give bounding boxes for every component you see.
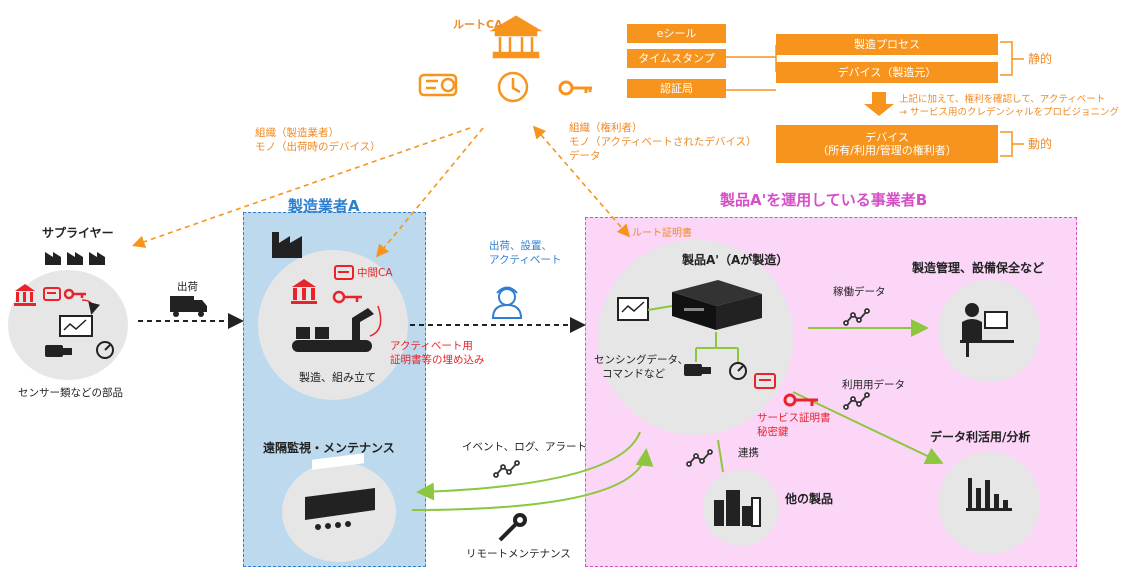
key-icon xyxy=(558,80,592,96)
embed-label-2: 証明書等の埋め込み xyxy=(390,354,485,366)
product-device-icon xyxy=(672,280,762,330)
right-issue-line-2: モノ（アクティベートされたデバイス） xyxy=(569,136,757,148)
mfg-mgmt-circle xyxy=(938,280,1040,382)
camera-icon xyxy=(684,364,711,376)
sensing-label-1: センシングデータ、 xyxy=(594,354,689,366)
manufacturing-process-box: 製造プロセス xyxy=(776,34,998,55)
other-product-label: 他の製品 xyxy=(785,492,834,506)
left-issue-line-1: 組織（製造業者） xyxy=(255,127,339,139)
bank-icon xyxy=(489,15,543,59)
office-worker-icon xyxy=(960,303,1014,357)
embed-label-1: アクティベート用 xyxy=(390,340,473,352)
deploy-label-1: 出荷、設置、 xyxy=(489,240,552,252)
left-issue-line-2: モノ（出荷時のデバイス） xyxy=(255,141,381,153)
gauge-icon xyxy=(96,341,114,359)
deploy-label-2: アクティベート xyxy=(489,254,562,266)
right-issue-line-1: 組織（権利者） xyxy=(569,122,643,134)
ops-data-label: 稼働データ xyxy=(833,286,886,298)
service-cert-label-2: 秘密鍵 xyxy=(757,426,789,438)
analytics-label: データ利活用/分析 xyxy=(930,430,1031,444)
key-icon xyxy=(783,393,818,407)
certificate-icon xyxy=(334,265,354,280)
worker-icon xyxy=(491,286,523,319)
root-cert-label: ルート証明書 xyxy=(632,228,692,239)
camera-icon xyxy=(45,345,72,357)
assembly-line-icon xyxy=(292,308,374,352)
bank-icon xyxy=(14,284,36,306)
device-maker-box: デバイス（製造元） xyxy=(776,62,998,83)
buildings-icon xyxy=(714,490,761,527)
product-title: 製品A'（Aが製造） xyxy=(682,253,789,267)
monitoring-wall-icon xyxy=(305,453,375,530)
right-issue-line-3: データ xyxy=(569,150,601,162)
supplier-caption: センサー類などの部品 xyxy=(18,387,123,399)
product-circle xyxy=(598,240,793,435)
root-ca-title: ルートCA xyxy=(453,18,503,31)
gauge-icon xyxy=(729,362,747,380)
device-owner-line-1: デバイス xyxy=(865,130,909,144)
activate-note-2: → サービス用のクレデンシャルをプロビジョニング xyxy=(899,107,1119,118)
events-label: イベント、ログ、アラート xyxy=(462,441,588,453)
certificate-icon xyxy=(754,373,776,389)
monitor-icon xyxy=(617,297,649,321)
cert-authority-box: 認証局 xyxy=(627,79,726,98)
certificate-ribbon-icon xyxy=(418,73,458,97)
key-icon xyxy=(332,290,362,304)
process-label: 製造、組み立て xyxy=(299,371,376,384)
bank-icon xyxy=(291,279,317,304)
manufacturer-circle xyxy=(258,250,408,400)
bar-chart-icon xyxy=(966,478,1012,511)
data-flow-icon xyxy=(493,308,870,478)
link-label: 連携 xyxy=(738,447,759,459)
certificate-icon xyxy=(43,287,61,301)
truck-icon xyxy=(170,296,207,317)
monitor-icon xyxy=(59,315,93,337)
maintenance-label: リモートメンテナンス xyxy=(466,548,571,560)
wrench-icon xyxy=(498,513,527,542)
usage-data-label: 利用用データ xyxy=(842,379,905,391)
down-arrow-icon xyxy=(864,92,894,116)
device-owner-line-2: （所有/利用/管理の権利者） xyxy=(817,144,957,157)
key-icon xyxy=(63,288,86,300)
remote-title: 遠隔監視・メンテナンス xyxy=(263,441,395,455)
intermediate-ca-label: 中間CA xyxy=(357,267,393,279)
mfg-mgmt-label: 製造管理、設備保全など xyxy=(912,261,1045,275)
supplier-title: サプライヤー xyxy=(42,226,114,240)
static-label: 静的 xyxy=(1028,52,1053,66)
dynamic-label: 動的 xyxy=(1028,137,1053,151)
timestamp-box: タイムスタンプ xyxy=(627,49,726,68)
device-owner-box: デバイス （所有/利用/管理の権利者） xyxy=(776,125,998,163)
sensing-label-2: コマンドなど xyxy=(602,368,665,380)
service-cert-label-1: サービス証明書 xyxy=(757,412,831,424)
eseal-box: eシール xyxy=(627,24,726,43)
operator-title: 製品A'を運用している事業者B xyxy=(720,191,928,209)
activate-note-1: 上記に加えて、権利を確認して、アクティベート xyxy=(899,94,1106,105)
ship-label: 出荷 xyxy=(177,281,198,293)
clock-icon xyxy=(497,71,529,103)
manufacturer-title: 製造業者A xyxy=(288,197,360,215)
factory-icon xyxy=(45,232,302,265)
